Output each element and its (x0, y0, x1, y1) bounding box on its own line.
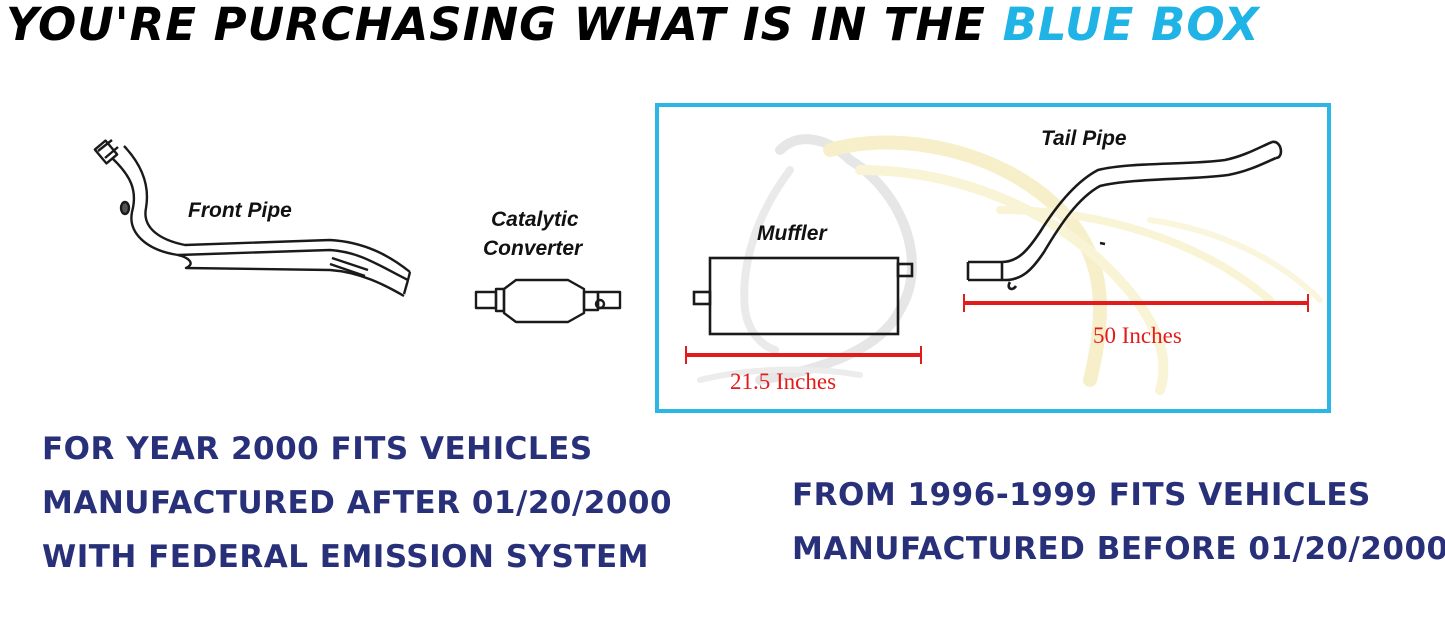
label-muffler: Muffler (757, 222, 828, 245)
label-catalytic-line1: Catalytic (491, 208, 579, 231)
muffler-measure-line (685, 346, 922, 364)
fitment-left-line: FOR YEAR 2000 FITS VEHICLES (42, 431, 593, 467)
tail-pipe-measure-line (963, 294, 1309, 312)
fitment-left-line: WITH FEDERAL EMISSION SYSTEM (42, 539, 649, 575)
label-tail-pipe-length: 50 Inches (1093, 323, 1182, 348)
catalytic-converter-drawing (474, 278, 622, 324)
label-catalytic-line2: Converter (483, 237, 584, 260)
fitment-left: FOR YEAR 2000 FITS VEHICLES MANUFACTURED… (42, 422, 672, 584)
horse-watermark (697, 134, 1323, 395)
headline-prefix: YOU'RE PURCHASING WHAT IS IN THE (6, 0, 986, 51)
blue-box (655, 103, 1331, 413)
fitment-left-line: MANUFACTURED AFTER 01/20/2000 (42, 485, 673, 521)
front-pipe-drawing (93, 139, 412, 298)
headline-accent: BLUE BOX (1002, 0, 1260, 51)
muffler-drawing (692, 256, 914, 336)
fitment-right: FROM 1996-1999 FITS VEHICLES MANUFACTURE… (792, 468, 1445, 576)
label-muffler-length: 21.5 Inches (730, 369, 836, 394)
headline: YOU'RE PURCHASING WHAT IS IN THE BLUE BO… (0, 0, 1445, 50)
label-tail-pipe: Tail Pipe (1041, 127, 1127, 150)
fitment-right-line: MANUFACTURED BEFORE 01/20/2000 (792, 531, 1445, 567)
label-front-pipe: Front Pipe (188, 199, 292, 222)
fitment-right-line: FROM 1996-1999 FITS VEHICLES (792, 477, 1371, 513)
tail-pipe-drawing (966, 140, 1283, 291)
